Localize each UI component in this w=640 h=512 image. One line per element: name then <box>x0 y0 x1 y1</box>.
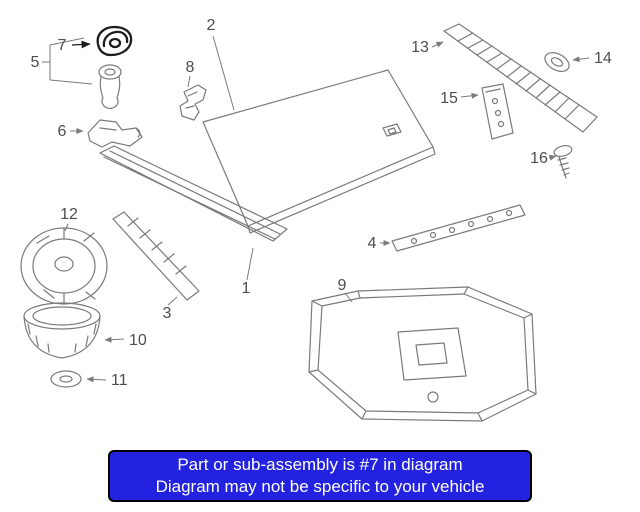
callout-16-label: 16 <box>530 150 548 167</box>
diagram-part-6 <box>87 119 143 148</box>
callout-15-leader <box>460 92 479 99</box>
diagram-part-11 <box>50 370 82 388</box>
callout-7-leader <box>71 40 91 49</box>
callout-11-label: 11 <box>111 372 128 389</box>
callout-14-label: 14 <box>594 50 612 67</box>
diagram-part-2 <box>202 69 436 234</box>
callout-7-label: 7 <box>58 37 67 54</box>
callout-16-leader <box>548 154 557 161</box>
diagram-part-8 <box>179 84 207 121</box>
diagram-part-12 <box>20 227 108 305</box>
highlight-banner: Part or sub-assembly is #7 in diagram Di… <box>108 450 532 502</box>
parts-diagram: 1 2 3 4 5 6 7 8 9 10 11 12 13 14 15 16 <box>20 17 612 422</box>
callout-labels: 1 2 3 4 5 6 7 8 9 10 11 12 13 14 15 16 <box>31 17 612 389</box>
diagram-part-5 <box>98 64 122 109</box>
callout-1-label: 1 <box>242 280 251 297</box>
callout-4-label: 4 <box>368 235 377 252</box>
callout-1-leader <box>246 247 254 281</box>
banner-line-2: Diagram may not be specific to your vehi… <box>155 477 485 496</box>
leader-lines <box>42 35 590 383</box>
callout-11-leader <box>86 376 107 383</box>
callout-15-label: 15 <box>440 90 458 107</box>
callout-12-label: 12 <box>60 206 78 223</box>
callout-5-label: 5 <box>31 54 40 71</box>
diagram-part-13 <box>443 23 598 133</box>
callout-8-leader <box>187 75 191 88</box>
callout-13-leader <box>431 41 444 48</box>
diagram-part-3 <box>112 211 200 301</box>
callout-14-leader <box>572 56 590 63</box>
callout-8-label: 8 <box>186 59 195 76</box>
callout-2-leader <box>212 35 235 111</box>
diagram-part-10 <box>23 302 101 359</box>
diagram-part-4 <box>391 204 526 252</box>
callout-5-bracket <box>42 37 93 85</box>
callout-12-leader <box>64 223 69 232</box>
diagram-part-9 <box>308 286 537 422</box>
callout-9-label: 9 <box>338 277 347 294</box>
diagram-part-7-highlighted <box>96 25 133 57</box>
diagram-part-14 <box>544 52 570 72</box>
callout-10-leader <box>104 336 125 343</box>
callout-10-label: 10 <box>129 332 147 349</box>
diagram-part-1 <box>99 145 288 242</box>
callout-2-label: 2 <box>207 17 216 34</box>
callout-3-label: 3 <box>163 305 172 322</box>
diagram-part-15 <box>481 83 514 140</box>
callout-9-leader <box>344 292 353 303</box>
diagram-part-16 <box>553 145 573 179</box>
callout-6-label: 6 <box>58 123 67 140</box>
callout-3-leader <box>167 296 178 306</box>
callout-13-label: 13 <box>411 39 429 56</box>
banner-line-1: Part or sub-assembly is #7 in diagram <box>177 455 463 474</box>
